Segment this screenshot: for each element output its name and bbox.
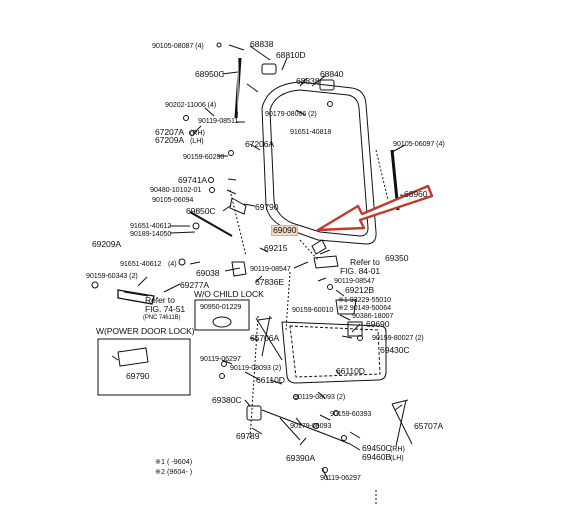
part-91651-40818: 91651-40818 — [290, 127, 332, 136]
part-90159-60230: 90159-60230 — [183, 152, 225, 161]
part-90149-50064: ※2 90149-50064 — [338, 303, 391, 312]
label-lh-2: (LH) — [390, 453, 404, 462]
label-rh: (RH) — [190, 128, 205, 137]
refer-74-label: Refer to — [145, 295, 175, 305]
part-68840: 68840 — [320, 69, 344, 79]
callout-arrow — [316, 184, 434, 232]
hinge-right — [319, 79, 335, 91]
part-90119-08093-b: 90119-08093 (2) — [294, 392, 346, 401]
part-93229-55010: ※1 93229-55010 — [338, 295, 391, 304]
footnote-1: ※1 ( -9604) — [155, 457, 193, 466]
part-90119-06297-a: 90119-06297 — [200, 354, 241, 363]
part-91651-40612-b: 91651-40612 — [120, 259, 162, 268]
door-rod — [261, 409, 351, 445]
part-91651-40612-a: 91651-40612 — [130, 221, 172, 230]
part-90105-08087: 90105-08087 (4) — [152, 41, 204, 50]
label-qty-4: (4) — [168, 259, 177, 268]
wo-child-lock-box — [194, 299, 250, 331]
part-90950-01229: 90950-01229 — [200, 302, 242, 311]
part-90105-06097: 90105-06097 (4) — [393, 139, 445, 148]
part-67836E: 67836E — [255, 277, 285, 287]
refer-84-label: Refer to — [350, 257, 380, 267]
back-door-outer — [261, 81, 377, 245]
part-69690: 69690 — [366, 319, 390, 329]
refer-74-pnc: (PNC 74611B) — [143, 315, 181, 321]
part-90119-08547-a: 90119-08547 — [250, 264, 291, 273]
door-glass — [281, 321, 387, 384]
part-69277A: 69277A — [180, 280, 210, 290]
part-69090-highlighted: 69090 — [270, 225, 299, 236]
part-90159-60010: 90159-60010 — [292, 305, 334, 314]
part-69212B: 69212B — [345, 285, 375, 295]
part-69215: 69215 — [264, 243, 288, 253]
part-90119-08547-b: 90119-08547 — [334, 276, 375, 285]
part-90119-08093-a: 90119-08093 (2) — [230, 363, 282, 372]
part-90189-14050: 90189-14050 — [130, 229, 172, 238]
power-door-lock-title: W(POWER DOOR LOCK) — [96, 326, 195, 336]
part-69450C: 69450C — [362, 443, 392, 453]
label-rh-2: (RH) — [390, 444, 405, 453]
part-69790-box: 69790 — [126, 371, 150, 381]
hinge-left — [261, 63, 277, 75]
part-90159-80027: 90159-80027 (2) — [372, 333, 424, 342]
footnote-2: ※2 (9604- ) — [155, 467, 193, 476]
part-67206A: 67206A — [245, 139, 275, 149]
part-67209A: 67209A — [155, 135, 185, 145]
part-69350: 69350 — [385, 253, 409, 263]
part-90119-06297-b: 90119-06297 — [320, 473, 361, 482]
part-90179-08096: 90179-08096 (2) — [265, 109, 317, 118]
part-67207A: 67207A — [155, 127, 185, 137]
refer-74-fig: FIG. 74-51 — [145, 304, 186, 314]
part-69789: 69789 — [236, 431, 260, 441]
part-90119-08511: 90119-08511 — [198, 116, 239, 125]
part-90159-60343: 90159-60343 (2) — [86, 271, 138, 280]
part-66110D-b: 66110D — [336, 366, 365, 376]
part-69850C: 69850C — [186, 206, 216, 216]
part-68838-mid: 68838 — [296, 76, 320, 86]
part-69038: 69038 — [196, 268, 220, 278]
door-lock-motor — [246, 405, 262, 421]
part-69460B: 69460B — [362, 452, 392, 462]
part-69741A: 69741A — [178, 175, 208, 185]
refer-84-fig: FIG. 84-01 — [340, 266, 381, 276]
part-90202-11006: 90202-11006 (4) — [165, 100, 217, 109]
back-door-inner — [269, 89, 369, 237]
part-68810D: 68810D — [276, 50, 306, 60]
part-69380C: 69380C — [212, 395, 242, 405]
part-68960: 68960 — [404, 189, 428, 199]
part-69790-top: 69790 — [255, 202, 279, 212]
part-65707A: 65707A — [414, 421, 444, 431]
part-65706A: 65706A — [250, 333, 280, 343]
part-90480-10102: 90480-10102-01 — [150, 185, 202, 194]
part-68950C: 68950C — [195, 69, 225, 79]
part-69209A: 69209A — [92, 239, 122, 249]
part-66110D-a: 66110D — [256, 375, 285, 385]
label-lh: (LH) — [190, 136, 204, 145]
regulator-right — [391, 399, 413, 447]
part-90159-60393: 90159-60393 — [330, 409, 372, 418]
part-90179-08093: 90179-08093 — [290, 421, 332, 430]
part-69430C: 69430C — [380, 345, 410, 355]
regulator-left — [255, 315, 283, 361]
outside-handle — [117, 289, 155, 305]
part-68838-top: 68838 — [250, 39, 274, 49]
part-69390A: 69390A — [286, 453, 316, 463]
part-90105-06094: 90105-06094 — [152, 195, 194, 204]
part-90386-18007: 90386-18007 — [352, 311, 394, 320]
wo-child-lock-title: W/O CHILD LOCK — [194, 289, 264, 299]
power-door-lock-box — [97, 338, 191, 396]
